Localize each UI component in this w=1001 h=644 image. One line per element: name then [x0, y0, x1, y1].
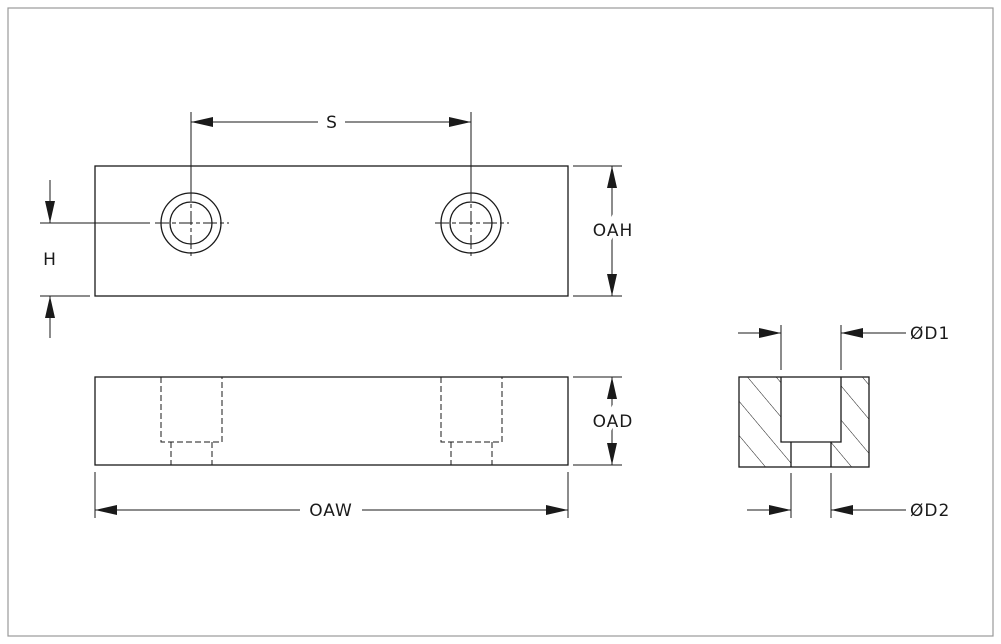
section-view	[738, 325, 906, 518]
top-view-outline	[94, 165, 569, 297]
dimension-label-s: S	[326, 113, 338, 133]
dimension-label-d2: ØD2	[910, 501, 950, 521]
dimension-label-d1: ØD1	[910, 324, 950, 344]
front-view	[94, 376, 622, 518]
dimension-label-oah: OAH	[593, 221, 634, 241]
front-view-outline	[94, 376, 569, 466]
drawing-border	[7, 7, 994, 637]
dimension-label-h: H	[43, 250, 57, 270]
top-view	[40, 112, 622, 338]
dimension-label-oaw: OAW	[309, 501, 353, 521]
hole-left	[155, 187, 229, 259]
hole-right	[435, 187, 509, 259]
dimension-label-oad: OAD	[593, 412, 634, 432]
